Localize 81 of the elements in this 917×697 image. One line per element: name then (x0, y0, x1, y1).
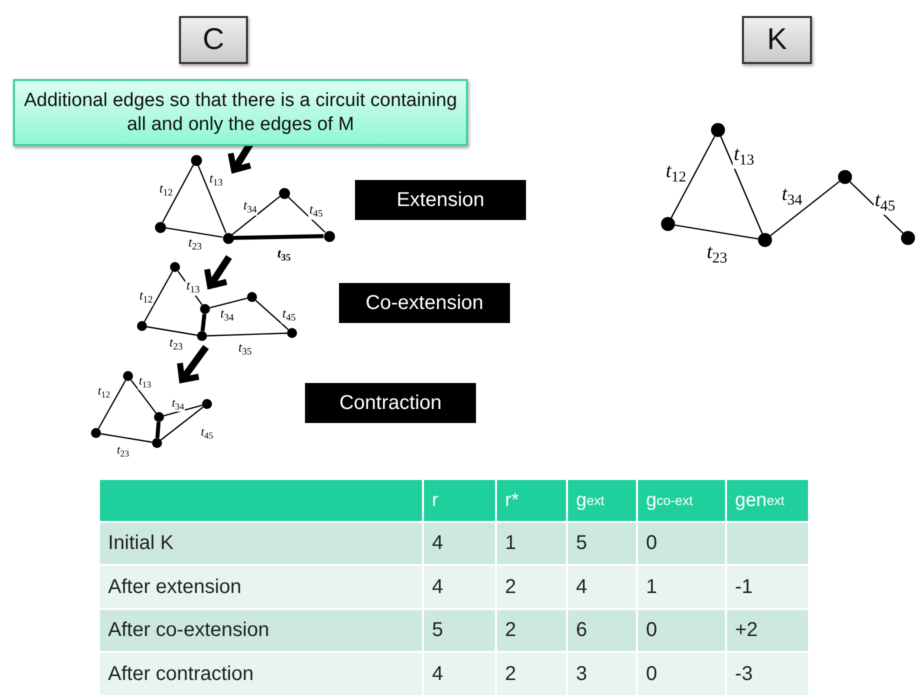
edge-label: t$_{12}$ (96, 384, 112, 400)
step-label-box: Contraction (305, 383, 476, 423)
table-cell: +2 (727, 610, 810, 653)
table-cell: 4 (424, 566, 497, 610)
callout-box: Additional edges so that there is a circuit containing all and only the edges of M (13, 79, 468, 146)
graph-edge (98, 380, 126, 429)
graph-edge (210, 298, 248, 308)
graph-edge (165, 227, 223, 238)
table-cell: 5 (424, 610, 497, 653)
graph-edge (206, 332, 288, 336)
graph-vertex (838, 170, 852, 184)
table-header-cell: r* (497, 480, 568, 523)
table-cell: 3 (568, 653, 638, 697)
graph-vertex (278, 188, 290, 198)
graph-edge (233, 234, 324, 240)
table-cell: -3 (727, 653, 810, 697)
table-cell: 0 (638, 653, 727, 697)
table-header-cell: r (424, 480, 497, 523)
graph-edge (130, 380, 156, 414)
graph-edge (162, 164, 194, 222)
graph-vertex (901, 231, 915, 245)
graph-edge (674, 224, 758, 240)
table-cell: After contraction (100, 653, 424, 697)
graph-edge (255, 300, 289, 330)
graph-vertex (190, 154, 202, 166)
edge-label: t$_{23}$ (116, 444, 130, 458)
graph-edge (164, 404, 202, 416)
graph-edge (288, 196, 326, 233)
graph-edge (146, 326, 198, 336)
edge-label: t$_{13}$ (138, 374, 152, 390)
graph-edge (770, 180, 840, 236)
graph-vertex (154, 412, 164, 422)
table-cell: 6 (568, 610, 638, 653)
title-box: K (742, 16, 812, 64)
graph-edge (177, 270, 203, 306)
table-cell: 0 (638, 523, 727, 566)
table-cell: -1 (727, 566, 810, 610)
graph-vertex (200, 304, 210, 314)
step-label-box: Extension (355, 180, 526, 220)
graph-vertex (222, 232, 234, 244)
graph-edge (160, 406, 204, 440)
table-cell: 1 (638, 566, 727, 610)
edge-label: t$_{13}$ (185, 278, 201, 296)
graph-edge (720, 136, 763, 234)
table-cell: After extension (100, 566, 424, 610)
graph-vertex (247, 292, 257, 302)
graph-vertex (91, 428, 101, 438)
graph-vertex (287, 328, 297, 338)
table-cell: 4 (424, 523, 497, 566)
graph-vertex (197, 331, 207, 341)
graph-edge (155, 422, 161, 438)
title-box: C (179, 16, 248, 64)
edge-label: t$_{45}$ (200, 426, 214, 440)
graph-vertex (137, 321, 147, 331)
graph-vertex (711, 123, 725, 137)
graph-edge (232, 196, 280, 236)
graph-edge (197, 164, 227, 234)
table-cell: 4 (568, 566, 638, 610)
graph-vertex (154, 222, 166, 232)
graph-vertex (324, 230, 334, 242)
graph-edge (144, 271, 174, 322)
graph-vertex (170, 262, 180, 272)
graph-vertex (152, 438, 162, 448)
graph-vertex (758, 233, 772, 247)
table-cell: 4 (424, 653, 497, 697)
table-cell: 1 (497, 523, 568, 566)
graph-edge (100, 433, 152, 443)
graph-vertex (202, 399, 212, 409)
table-cell: Initial K (100, 523, 424, 566)
table-cell: 2 (497, 653, 568, 697)
graph-vertex (661, 217, 675, 231)
table-cell: 0 (638, 610, 727, 653)
graph-edge (670, 136, 716, 218)
table-cell: After co-extension (100, 610, 424, 653)
table-cell: 2 (497, 566, 568, 610)
table-cell: 2 (497, 610, 568, 653)
graph-vertex (123, 371, 133, 381)
table-cell: 5 (568, 523, 638, 566)
graph-edge (200, 314, 206, 332)
edge-label: t$_{34}$ (170, 396, 186, 412)
step-label-box: Co-extension (339, 283, 510, 323)
